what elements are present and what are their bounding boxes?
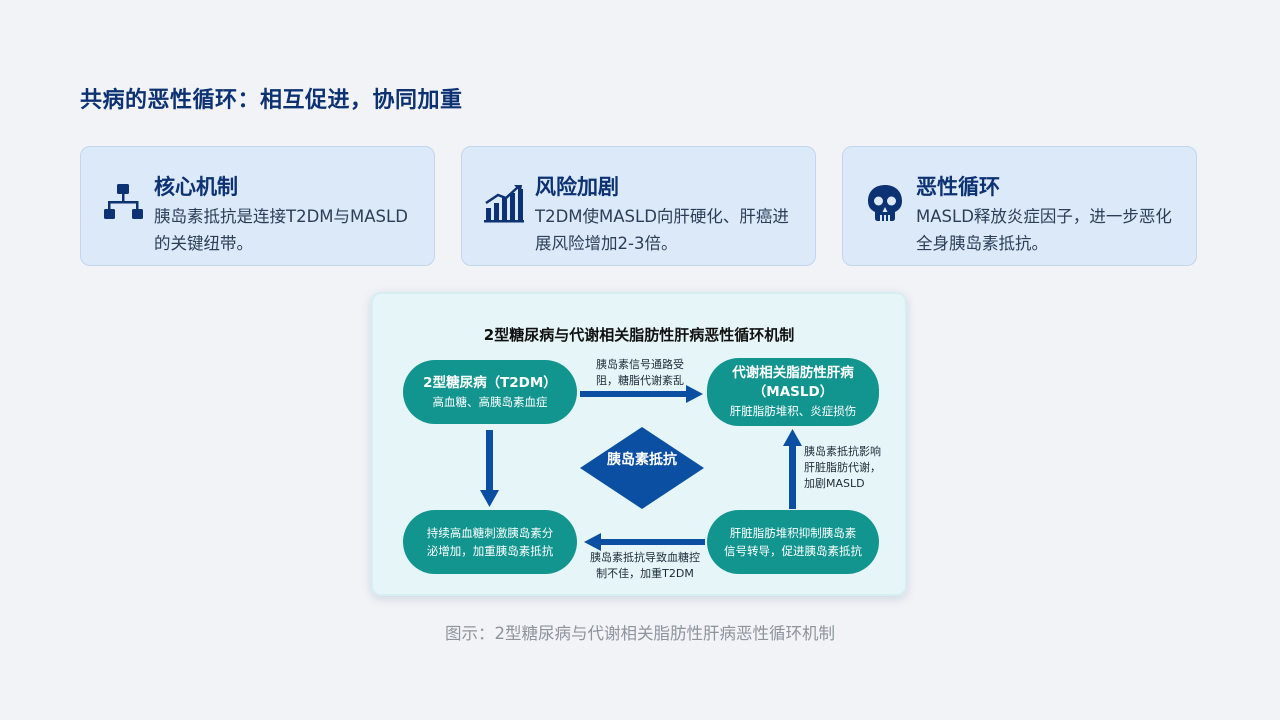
node-subtitle: 高血糖、高胰岛素血症	[432, 394, 548, 409]
edge-label-bottom: 胰岛素抵抗导致血糖控 制不佳，加重T2DM	[583, 550, 707, 582]
card-text: 胰岛素抵抗是连接T2DM与MASLD的关键纽带。	[154, 207, 408, 253]
card-title: 核心机制	[154, 175, 238, 199]
card-title: 恶性循环	[916, 175, 1000, 199]
node-subtitle: 肝脏脂肪堆积、炎症损伤	[729, 404, 857, 418]
insulin-resistance-diamond	[580, 427, 704, 509]
node-text-line2: 信号转导，促进胰岛素抵抗	[724, 544, 862, 558]
edge-label-line: 阻，糖脂代谢紊乱	[596, 374, 684, 387]
cycle-diagram: 2型糖尿病与代谢相关脂肪性肝病恶性循环机制 胰岛素抵抗 2型糖尿病（T2DM） …	[371, 292, 907, 596]
card-title: 风险加剧	[535, 175, 619, 199]
arrow-bottom-head	[584, 533, 601, 551]
arrow-top	[580, 391, 686, 397]
node-title-line2: （MASLD）	[752, 384, 834, 400]
card-text: T2DM使MASLD向肝硬化、肝癌进展风险增加2-3倍。	[535, 207, 789, 253]
node-text-line1: 持续高血糖刺激胰岛素分	[426, 526, 554, 540]
edge-label-line: 制不佳，加重T2DM	[596, 567, 694, 580]
edge-label-line: 加剧MASLD	[804, 477, 865, 490]
arrow-top-head	[686, 385, 703, 403]
node-masld: 代谢相关脂肪性肝病 （MASLD） 肝脏脂肪堆积、炎症损伤	[707, 358, 879, 426]
edge-label-top: 胰岛素信号通路受 阻，糖脂代谢紊乱	[596, 357, 684, 389]
node-liver-fat: 肝脏脂肪堆积抑制胰岛素 信号转导，促进胰岛素抵抗	[707, 510, 879, 574]
hierarchy-icon	[103, 183, 143, 223]
skull-icon	[865, 183, 905, 223]
card-risk: 风险加剧 T2DM使MASLD向肝硬化、肝癌进展风险增加2-3倍。	[461, 146, 816, 266]
arrow-bottom	[601, 539, 705, 545]
diagram-arrows	[480, 385, 802, 551]
edge-label-line: 肝脏脂肪代谢，	[804, 461, 881, 474]
arrow-right	[789, 446, 796, 509]
insulin-resistance-label: 胰岛素抵抗	[607, 452, 677, 468]
edge-label-line: 胰岛素抵抗导致血糖控	[590, 551, 700, 564]
edge-label-line: 胰岛素抵抗影响	[804, 445, 881, 458]
arrow-left	[486, 430, 493, 490]
node-hyperglycemia: 持续高血糖刺激胰岛素分 泌增加，加重胰岛素抵抗	[403, 510, 577, 574]
card-vicious-cycle: 恶性循环 MASLD释放炎症因子，进一步恶化全身胰岛素抵抗。	[842, 146, 1197, 266]
edge-label-line: 胰岛素信号通路受	[596, 358, 684, 371]
arrow-left-head	[480, 490, 499, 507]
node-text-line2: 泌增加，加重胰岛素抵抗	[426, 544, 554, 558]
node-text-line1: 肝脏脂肪堆积抑制胰岛素	[729, 526, 857, 540]
node-t2dm: 2型糖尿病（T2DM） 高血糖、高胰岛素血症	[403, 360, 577, 424]
rising-chart-icon	[484, 183, 524, 223]
arrow-right-head	[783, 429, 802, 446]
page-title: 共病的恶性循环：相互促进，协同加重	[80, 88, 463, 113]
figure-caption: 图示：2型糖尿病与代谢相关脂肪性肝病恶性循环机制	[445, 624, 835, 643]
edge-label-right: 胰岛素抵抗影响 肝脏脂肪代谢， 加剧MASLD	[804, 444, 881, 492]
node-title: 2型糖尿病（T2DM）	[423, 374, 557, 391]
node-title-line1: 代谢相关脂肪性肝病	[732, 365, 854, 381]
card-core-mechanism: 核心机制 胰岛素抵抗是连接T2DM与MASLD的关键纽带。	[80, 146, 435, 266]
diagram-title: 2型糖尿病与代谢相关脂肪性肝病恶性循环机制	[483, 326, 795, 344]
card-text: MASLD释放炎症因子，进一步恶化全身胰岛素抵抗。	[916, 207, 1172, 253]
